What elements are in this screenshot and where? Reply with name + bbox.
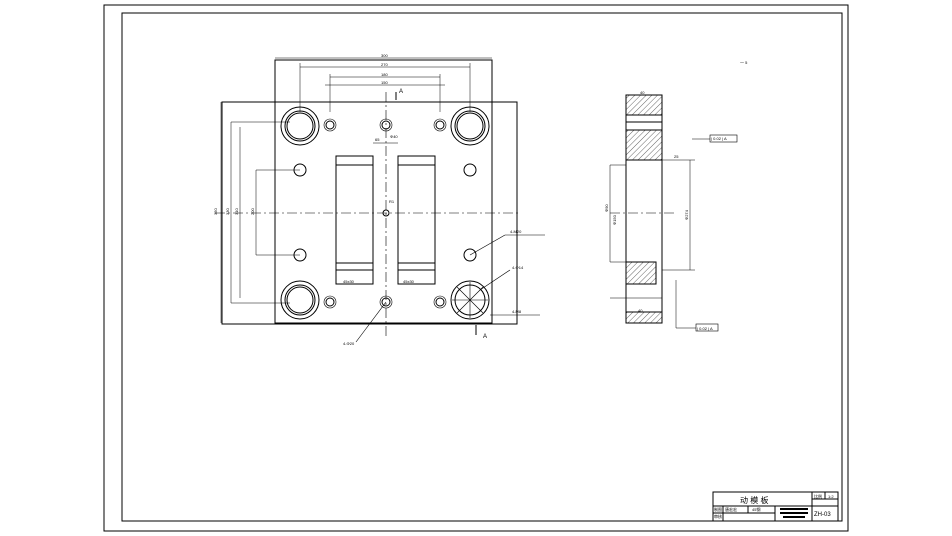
threaded-holes xyxy=(323,118,447,309)
guide-bore-tl xyxy=(280,106,320,146)
dim-pocket-right: 45x30 xyxy=(403,279,415,284)
dim-inner-10: Φ40 xyxy=(390,134,398,139)
return-pin-holes xyxy=(293,163,477,262)
pocket-left xyxy=(335,155,374,285)
side-dim-5: Φ150 xyxy=(612,214,617,225)
guide-bore-br xyxy=(450,280,490,320)
title-block: 动 模 板 比例 1:2 制图 审核 唐宏宏 45钢 ZH-03 xyxy=(712,491,839,522)
dim-top-3: 180 xyxy=(381,72,388,77)
side-section-view: 40 40 25 Φ90 Φ150 Φ274 | 0.02 | A | 0.02… xyxy=(604,60,748,332)
gdt-frame-top xyxy=(709,134,738,143)
gdt-frame-bottom xyxy=(695,323,719,332)
callout-1: 4-M20 xyxy=(510,229,522,234)
tb-row2: 审核 xyxy=(714,513,722,519)
side-dim-6: Φ274 xyxy=(684,209,689,220)
top-dimensions: 300 270 180 150 xyxy=(275,53,492,112)
side-dim-2: 40 xyxy=(638,308,643,313)
inner-border xyxy=(121,12,843,522)
side-hatch-bottom xyxy=(625,261,657,285)
side-hatch-base xyxy=(625,311,663,324)
dim-top-4: 150 xyxy=(381,80,388,85)
section-mark-bottom: A xyxy=(483,334,487,340)
callout-4: 4-Φ20 xyxy=(343,341,355,346)
dim-top-2: 270 xyxy=(381,62,388,67)
tb-drawing-no: ZH-03 xyxy=(814,512,831,518)
dim-pocket-left: 45x30 xyxy=(343,279,355,284)
callout-leaders: 4-M20 4-Φ14 4-M8 4-Φ20 xyxy=(343,229,545,346)
side-dim-4: Φ90 xyxy=(604,204,609,212)
side-dim-3: 25 xyxy=(674,154,679,159)
left-dimensions: 350 330 310 200 xyxy=(213,102,300,323)
dim-left-4: 200 xyxy=(250,208,255,215)
dim-inner-r: R1 xyxy=(389,199,395,204)
front-view: 300 270 180 150 350 330 310 200 A A xyxy=(213,53,545,346)
section-mark-top: A xyxy=(399,89,403,95)
dim-inner-gap: 65 xyxy=(375,137,380,142)
dim-left-2: 330 xyxy=(225,208,230,215)
pocket-right xyxy=(397,155,436,285)
outer-frame xyxy=(103,4,849,532)
guide-bore-tr xyxy=(450,106,490,146)
dim-left-3: 310 xyxy=(234,208,239,215)
guide-bore-bl xyxy=(280,280,320,320)
side-dim-1: 40 xyxy=(640,90,645,95)
tb-scale-value: 1:2 xyxy=(828,494,834,499)
tb-title: 动 模 板 xyxy=(740,495,768,505)
dim-top-1: 300 xyxy=(381,53,388,58)
tb-designer: 唐宏宏 xyxy=(725,506,737,512)
tb-material: 45钢 xyxy=(752,506,760,512)
side-hatch-step xyxy=(625,129,663,161)
tb-logo-bar xyxy=(780,508,808,510)
tb-row1: 制图 xyxy=(714,506,722,512)
side-hatch-top xyxy=(625,94,663,116)
view-label: 一 5 xyxy=(740,60,748,65)
gdt-top: | 0.02 | A xyxy=(711,136,727,141)
dim-left-1: 350 xyxy=(213,208,218,215)
callout-3: 4-M8 xyxy=(512,309,522,314)
callout-2: 4-Φ14 xyxy=(512,265,524,270)
tb-scale-label: 比例 xyxy=(814,493,822,499)
gdt-bottom: | 0.02 | A xyxy=(697,326,713,331)
side-outline xyxy=(625,94,663,324)
plate-body xyxy=(274,59,493,324)
